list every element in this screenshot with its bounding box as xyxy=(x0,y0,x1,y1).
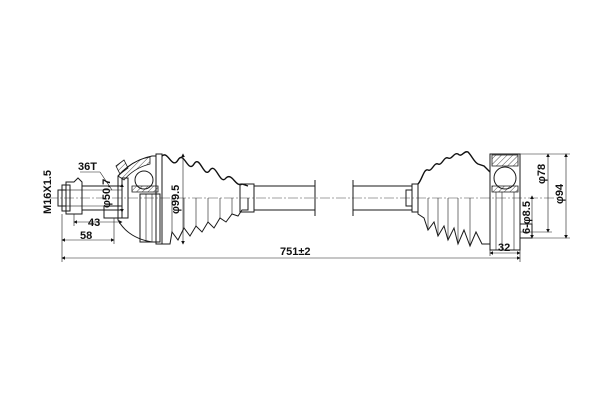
boot-diameter: φ99.5 xyxy=(170,185,182,214)
spline-count: 36T xyxy=(78,161,97,173)
flange-inner-diameter: φ78 xyxy=(536,164,548,184)
dimensions: M16X1.5 36T φ50.7 43 58 φ99.5 751±2 32 xyxy=(42,153,570,262)
spline-diameter: φ50.7 xyxy=(101,179,113,208)
length-58: 58 xyxy=(80,230,92,242)
flange-outer-diameter: φ94 xyxy=(554,183,566,204)
inner-boot xyxy=(417,150,491,248)
outer-boot xyxy=(161,154,255,245)
bolt-holes: 6-φ8.5 xyxy=(521,201,533,234)
shaft xyxy=(254,180,419,216)
overall-length: 751±2 xyxy=(280,246,311,258)
length-43: 43 xyxy=(88,217,100,229)
thread-dimension: M16X1.5 xyxy=(42,170,54,214)
inner-joint xyxy=(489,153,533,251)
outer-joint xyxy=(57,153,163,245)
flange-width: 32 xyxy=(498,242,510,254)
